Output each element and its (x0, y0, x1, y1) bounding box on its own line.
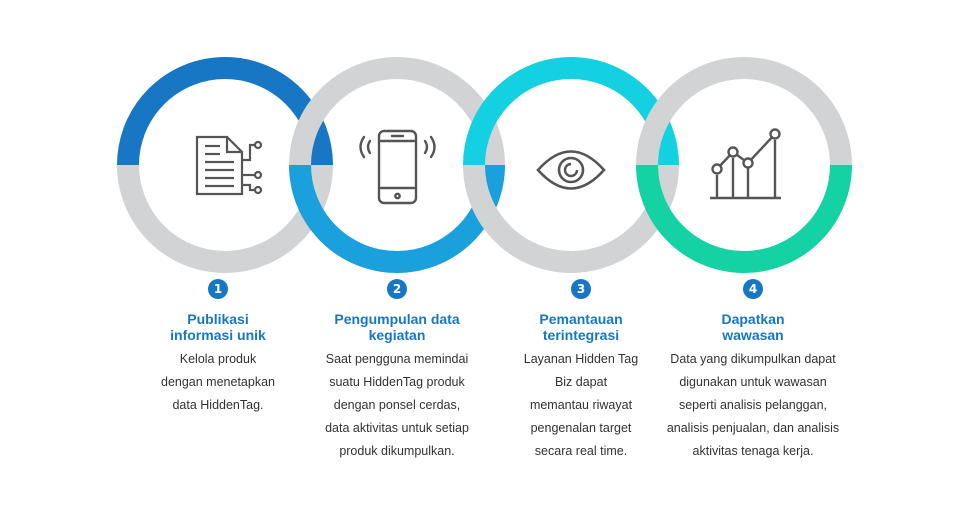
smartphone-signal-icon (359, 129, 436, 205)
step-2-description: Saat pengguna memindai suatu HiddenTag p… (300, 348, 494, 463)
step-2-desc-line-1: Saat pengguna memindai (325, 352, 469, 366)
step-3-desc-line-2: Biz dapat (554, 375, 608, 389)
step-4-desc-line-2: digunakan untuk wawasan (679, 375, 827, 389)
step-3-title-line-1: Pemantauan (539, 311, 623, 327)
step-4-desc-line-5: aktivitas tenaga kerja. (692, 444, 814, 458)
step-2-number: 2 (387, 279, 407, 299)
ring-4-top (636, 57, 852, 166)
step-3-desc-line-3: memantau riwayat (529, 398, 633, 412)
step-3-desc-line-1: Layanan Hidden Tag (523, 352, 639, 366)
step-3-desc-line-4: pengenalan target (530, 421, 632, 435)
step-3-title-line-2: terintegrasi (542, 327, 620, 343)
step-1-title-line-1: Publikasi (187, 311, 249, 327)
step-3-description: Layanan Hidden Tag Biz dapat memantau ri… (484, 348, 678, 463)
step-2-desc-line-2: suatu HiddenTag produk (329, 375, 465, 389)
step-4-desc-line-3: seperti analisis pelanggan, (678, 398, 828, 412)
step-1-desc-line-1: Kelola produk (179, 352, 257, 366)
step-4-description: Data yang dikumpulkan dapat digunakan un… (643, 348, 863, 463)
step-4-desc-line-4: analisis penjualan, dan analisis (666, 421, 840, 435)
eye-icon (536, 150, 606, 190)
step-4-title-line-1: Dapatkan (721, 311, 785, 327)
step-3-title: Pemantauan terintegrasi (484, 311, 678, 343)
step-4-title: Dapatkan wawasan (643, 311, 863, 343)
step-4-title-line-2: wawasan (722, 327, 784, 343)
line-chart-icon (710, 128, 781, 200)
step-1-desc-line-3: data HiddenTag. (172, 398, 264, 412)
step-1-number: 1 (208, 279, 228, 299)
step-2-desc-line-3: dengan ponsel cerdas, (333, 398, 461, 412)
step-2-title-line-2: kegiatan (368, 327, 426, 343)
step-2-desc-line-4: data aktivitas untuk setiap (325, 421, 469, 435)
step-2-title-line-1: Pengumpulan data (334, 311, 460, 327)
document-circuit-icon (195, 135, 263, 196)
step-1-description: Kelola produk dengan menetapkan data Hid… (125, 348, 311, 417)
step-2-desc-line-5: produk dikumpulkan. (339, 444, 455, 458)
step-2-title: Pengumpulan data kegiatan (300, 311, 494, 343)
step-1-desc-line-2: dengan menetapkan (161, 375, 275, 389)
step-3-number: 3 (571, 279, 591, 299)
step-3-desc-line-5: secara real time. (534, 444, 628, 458)
ring-4-bottom (636, 164, 852, 273)
step-1-title-line-2: informasi unik (170, 327, 266, 343)
process-rings (117, 57, 852, 273)
step-4-number: 4 (743, 279, 763, 299)
step-1-title: Publikasi informasi unik (125, 311, 311, 343)
step-4-desc-line-1: Data yang dikumpulkan dapat (670, 352, 836, 366)
